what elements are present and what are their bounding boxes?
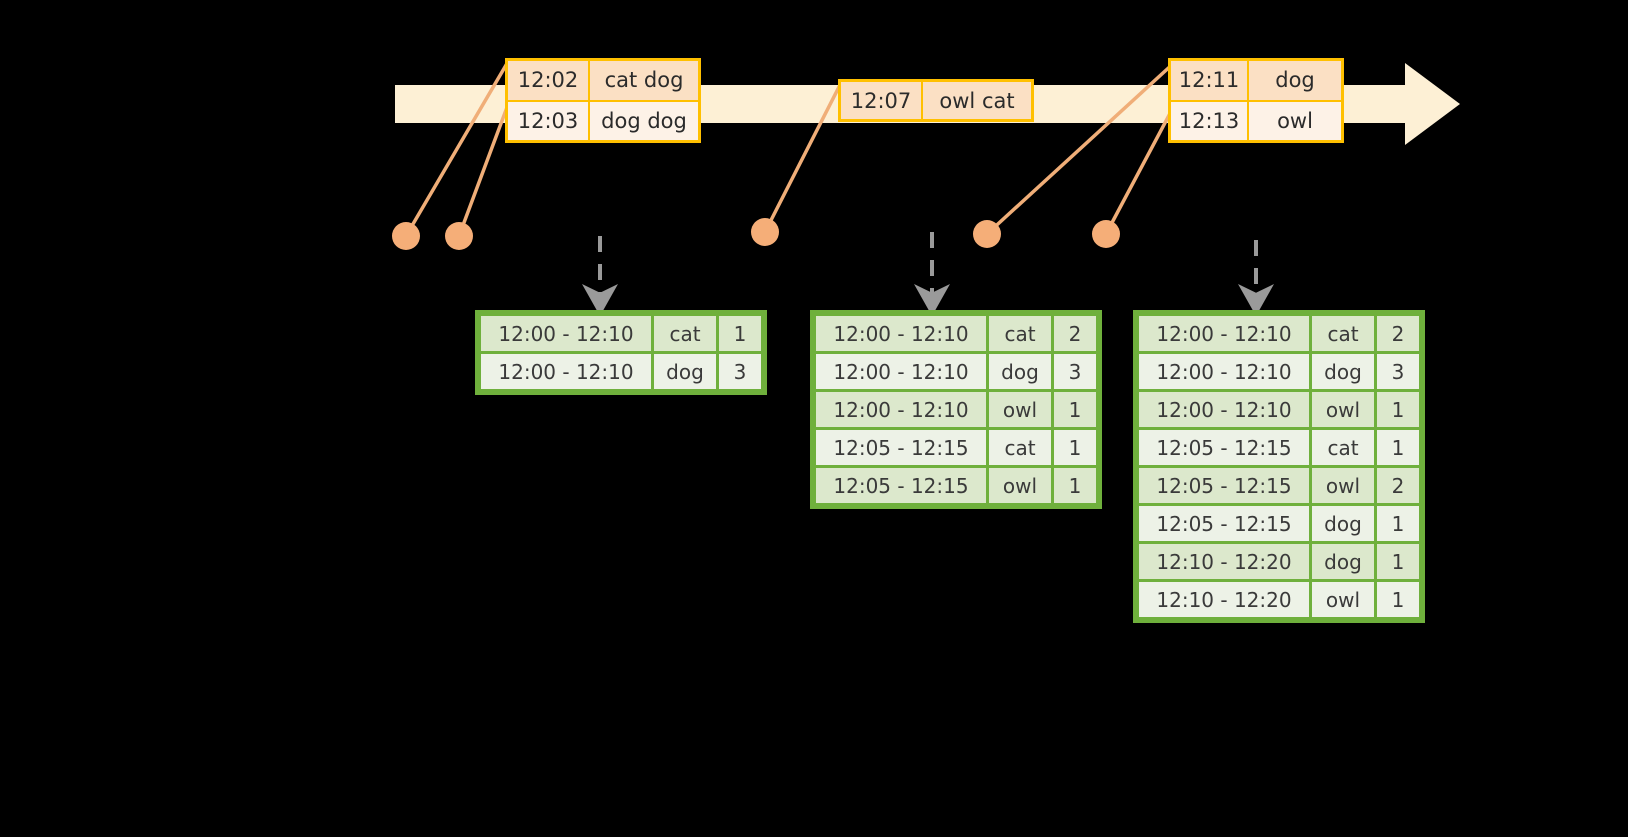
window-count: 1 xyxy=(1054,392,1096,427)
window-key: dog xyxy=(654,354,716,389)
window-key: owl xyxy=(1312,582,1374,617)
marker-dot-1202 xyxy=(392,222,420,250)
window-key: cat xyxy=(1312,430,1374,465)
table-row: 12:05 - 12:15 dog 1 xyxy=(1139,506,1419,541)
window-range: 12:00 - 12:10 xyxy=(1139,392,1309,427)
event-time: 12:11 xyxy=(1171,61,1249,100)
event-payload: cat dog xyxy=(590,61,698,100)
window-count: 1 xyxy=(1377,392,1419,427)
window-count: 2 xyxy=(1377,316,1419,351)
table-row: 12:00 - 12:10 cat 1 xyxy=(481,316,761,351)
event-marker-dots xyxy=(392,218,1120,250)
event-group-3[interactable]: 12:11 dog 12:13 owl xyxy=(1168,58,1344,143)
window-key: dog xyxy=(1312,506,1374,541)
window-range: 12:05 - 12:15 xyxy=(816,468,986,503)
table-row: 12:05 - 12:15 owl 1 xyxy=(816,468,1096,503)
window-key: cat xyxy=(989,316,1051,351)
window-count: 2 xyxy=(1054,316,1096,351)
connector-1203 xyxy=(457,100,511,238)
table-row: 12:00 - 12:10 owl 1 xyxy=(816,392,1096,427)
window-table-3: 12:00 - 12:10 cat 2 12:00 - 12:10 dog 3 … xyxy=(1133,310,1425,623)
window-key: owl xyxy=(1312,468,1374,503)
window-range: 12:00 - 12:10 xyxy=(481,354,651,389)
window-count: 1 xyxy=(1377,506,1419,541)
event-row[interactable]: 12:02 cat dog xyxy=(508,61,698,100)
table-row: 12:05 - 12:15 owl 2 xyxy=(1139,468,1419,503)
window-range: 12:00 - 12:10 xyxy=(1139,354,1309,389)
window-range: 12:00 - 12:10 xyxy=(816,392,986,427)
window-range: 12:05 - 12:15 xyxy=(1139,430,1309,465)
window-count: 1 xyxy=(1377,430,1419,465)
marker-dot-1207 xyxy=(751,218,779,246)
event-payload: owl xyxy=(1249,101,1341,140)
table-row: 12:00 - 12:10 dog 3 xyxy=(1139,354,1419,389)
marker-dot-1211 xyxy=(973,220,1001,248)
window-range: 12:00 - 12:10 xyxy=(816,316,986,351)
table-row: 12:00 - 12:10 dog 3 xyxy=(481,354,761,389)
event-payload: dog dog xyxy=(590,101,698,140)
table-row: 12:00 - 12:10 dog 3 xyxy=(816,354,1096,389)
event-time: 12:02 xyxy=(508,61,590,100)
table-row: 12:00 - 12:10 owl 1 xyxy=(1139,392,1419,427)
window-range: 12:05 - 12:15 xyxy=(1139,506,1309,541)
table-row: 12:00 - 12:10 cat 2 xyxy=(1139,316,1419,351)
event-time: 12:13 xyxy=(1171,101,1249,140)
window-key: dog xyxy=(1312,544,1374,579)
dashed-arrows xyxy=(582,232,1274,316)
window-count: 3 xyxy=(1054,354,1096,389)
marker-dot-1203 xyxy=(445,222,473,250)
window-count: 3 xyxy=(1377,354,1419,389)
window-key: dog xyxy=(989,354,1051,389)
window-key: cat xyxy=(654,316,716,351)
window-count: 1 xyxy=(1377,582,1419,617)
event-payload: owl cat xyxy=(923,82,1031,119)
window-key: owl xyxy=(989,468,1051,503)
table-row: 12:10 - 12:20 dog 1 xyxy=(1139,544,1419,579)
event-group-1[interactable]: 12:02 cat dog 12:03 dog dog xyxy=(505,58,701,143)
window-range: 12:10 - 12:20 xyxy=(1139,544,1309,579)
window-count: 1 xyxy=(1054,430,1096,465)
window-table-1: 12:00 - 12:10 cat 1 12:00 - 12:10 dog 3 xyxy=(475,310,767,395)
connector-1202 xyxy=(404,58,511,238)
table-row: 12:10 - 12:20 owl 1 xyxy=(1139,582,1419,617)
window-range: 12:10 - 12:20 xyxy=(1139,582,1309,617)
window-range: 12:00 - 12:10 xyxy=(816,354,986,389)
event-time: 12:07 xyxy=(841,82,923,119)
window-key: dog xyxy=(1312,354,1374,389)
window-range: 12:00 - 12:10 xyxy=(481,316,651,351)
window-range: 12:00 - 12:10 xyxy=(1139,316,1309,351)
window-count: 1 xyxy=(719,316,761,351)
window-key: cat xyxy=(1312,316,1374,351)
table-row: 12:00 - 12:10 cat 2 xyxy=(816,316,1096,351)
event-payload: dog xyxy=(1249,61,1341,100)
connector-1213 xyxy=(1104,102,1177,236)
window-range: 12:05 - 12:15 xyxy=(1139,468,1309,503)
table-row: 12:05 - 12:15 cat 1 xyxy=(1139,430,1419,465)
connector-1207 xyxy=(763,79,844,234)
event-row[interactable]: 12:03 dog dog xyxy=(508,99,698,140)
window-range: 12:05 - 12:15 xyxy=(816,430,986,465)
event-row[interactable]: 12:07 owl cat xyxy=(841,82,1031,119)
window-key: cat xyxy=(989,430,1051,465)
window-count: 2 xyxy=(1377,468,1419,503)
event-time: 12:03 xyxy=(508,101,590,140)
marker-dot-1213 xyxy=(1092,220,1120,248)
table-row: 12:05 - 12:15 cat 1 xyxy=(816,430,1096,465)
window-count: 1 xyxy=(1054,468,1096,503)
window-count: 3 xyxy=(719,354,761,389)
event-row[interactable]: 12:13 owl xyxy=(1171,99,1341,140)
event-row[interactable]: 12:11 dog xyxy=(1171,61,1341,100)
window-key: owl xyxy=(1312,392,1374,427)
window-key: owl xyxy=(989,392,1051,427)
event-group-2[interactable]: 12:07 owl cat xyxy=(838,79,1034,122)
window-table-2: 12:00 - 12:10 cat 2 12:00 - 12:10 dog 3 … xyxy=(810,310,1102,509)
window-count: 1 xyxy=(1377,544,1419,579)
